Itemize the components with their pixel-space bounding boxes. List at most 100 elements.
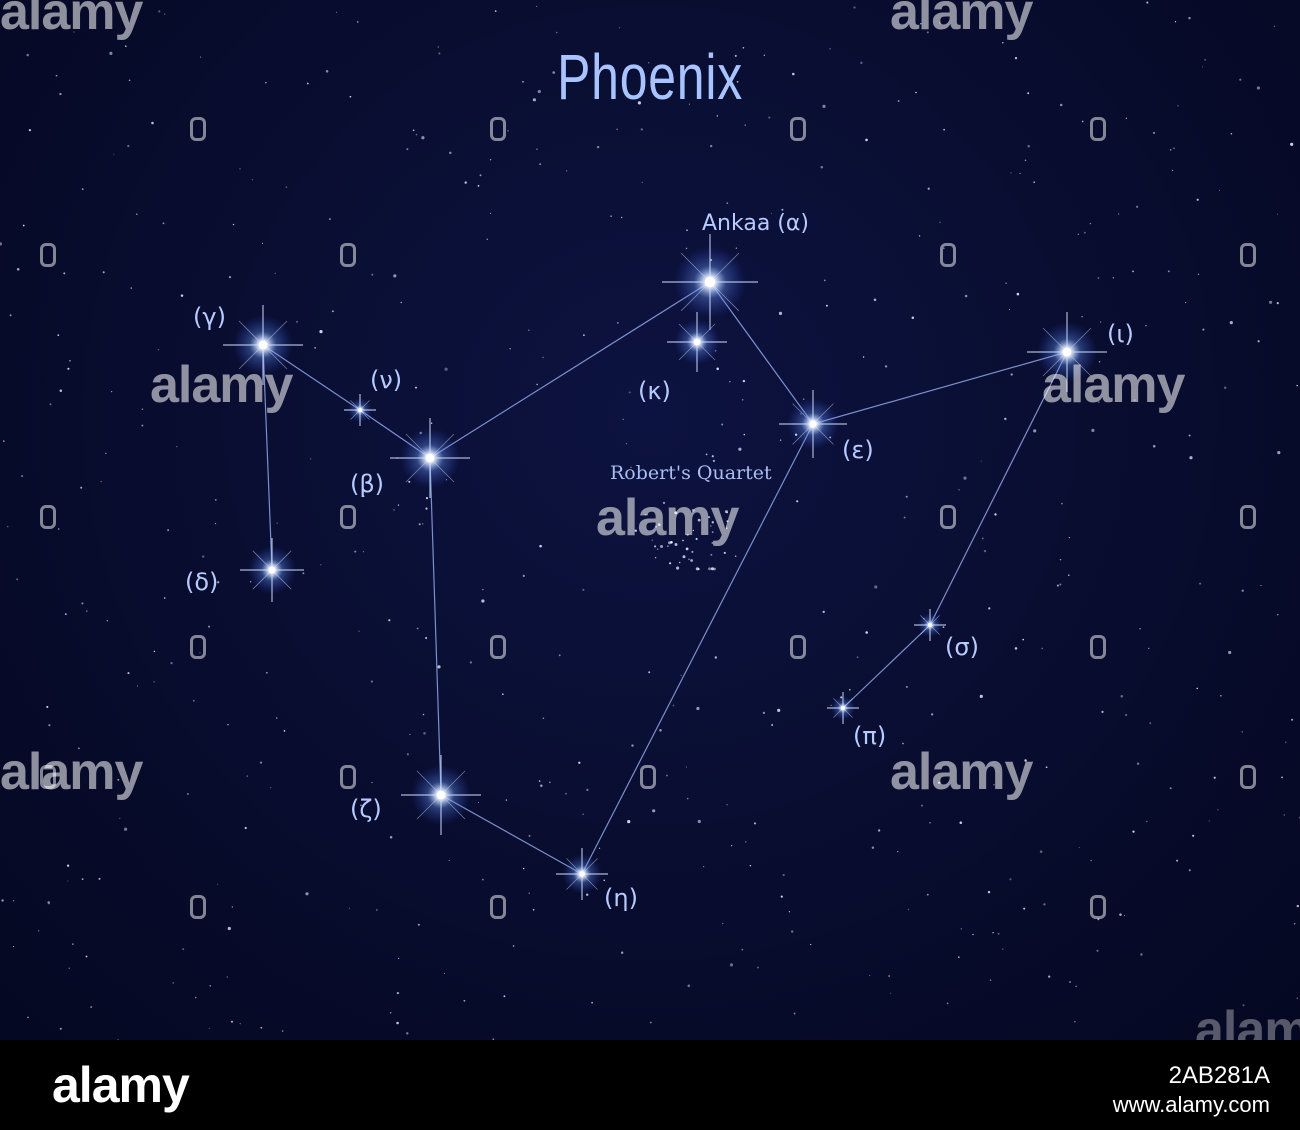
background-star: [26, 53, 29, 57]
background-star: [239, 1023, 241, 1025]
background-star: [856, 656, 859, 659]
watermark-mark: [490, 117, 506, 141]
background-star: [180, 294, 184, 297]
background-star: [370, 680, 374, 683]
background-star: [637, 101, 642, 105]
background-star: [463, 999, 466, 1002]
star-delta: [240, 538, 304, 602]
cluster-star: [723, 551, 726, 554]
background-star: [644, 513, 647, 516]
background-star: [920, 22, 922, 25]
background-star: [729, 963, 734, 967]
background-star: [902, 742, 904, 745]
background-star: [389, 835, 393, 839]
background-star: [753, 822, 757, 825]
background-star: [1033, 181, 1036, 184]
background-star: [905, 685, 908, 688]
background-star: [729, 381, 731, 383]
watermark-mark: [340, 765, 356, 789]
background-star: [972, 933, 974, 936]
watermark: alamy: [0, 0, 143, 41]
background-star: [1083, 231, 1086, 234]
background-star: [414, 386, 418, 389]
background-star: [822, 610, 825, 614]
background-star: [586, 893, 589, 896]
background-star: [937, 781, 941, 784]
background-star: [874, 585, 878, 589]
background-star: [981, 537, 984, 540]
background-star: [1260, 584, 1262, 587]
background-star: [1124, 915, 1126, 917]
constellation-stars: [223, 234, 1107, 900]
background-star: [582, 588, 585, 591]
background-star: [777, 708, 781, 713]
background-star: [1119, 913, 1122, 916]
watermark-mark: [790, 117, 806, 141]
sky-canvas: [0, 1, 1300, 1040]
background-star: [443, 972, 445, 974]
background-star: [1045, 766, 1048, 769]
background-star: [283, 730, 286, 732]
background-star: [631, 744, 634, 747]
watermark: alamy: [1042, 356, 1185, 414]
background-star: [151, 121, 154, 125]
background-star: [1136, 762, 1140, 765]
watermark-mark: [1090, 895, 1106, 919]
watermark-mark: [190, 895, 206, 919]
background-star: [1241, 589, 1244, 592]
background-star: [503, 995, 506, 998]
background-star: [871, 846, 875, 849]
background-star: [726, 804, 728, 806]
background-star: [1078, 846, 1080, 849]
background-star: [672, 704, 675, 707]
background-star: [926, 893, 929, 896]
background-star: [1117, 213, 1120, 215]
background-star: [371, 273, 374, 276]
background-star: [1220, 695, 1222, 697]
background-star: [744, 124, 746, 126]
cluster-star: [660, 545, 663, 548]
background-star: [625, 443, 627, 445]
background-star: [69, 360, 71, 362]
star-kappa: [667, 312, 727, 372]
cluster-star: [710, 553, 713, 556]
background-star: [721, 423, 724, 426]
background-star: [296, 321, 298, 323]
background-star: [1228, 650, 1232, 655]
background-star: [266, 672, 268, 674]
cluster-star: [667, 541, 672, 545]
background-star: [686, 797, 689, 800]
background-star: [1068, 536, 1071, 539]
background-star: [124, 827, 128, 831]
footer-bar: alamy 2AB281A www.alamy.com: [0, 1040, 1300, 1130]
background-star: [63, 272, 66, 275]
background-star: [803, 398, 805, 400]
background-star: [1188, 869, 1191, 872]
background-star: [532, 98, 537, 102]
background-star: [376, 909, 378, 911]
background-star: [946, 1002, 949, 1005]
background-star: [628, 391, 631, 394]
background-star: [610, 215, 612, 217]
background-star: [781, 208, 784, 211]
background-star: [64, 613, 67, 615]
background-star: [665, 68, 669, 71]
background-star: [930, 713, 934, 716]
background-star: [182, 948, 185, 951]
line-epsilon-iota: [812, 351, 1068, 425]
background-star: [67, 367, 70, 370]
watermark: alamy: [596, 489, 739, 547]
background-star: [358, 630, 360, 632]
cluster-star: [682, 555, 686, 559]
background-star: [1010, 172, 1012, 174]
background-star: [90, 1006, 93, 1009]
background-star: [1043, 903, 1046, 906]
background-star: [1124, 713, 1128, 717]
watermark-mark: [940, 243, 956, 267]
cluster-star: [697, 518, 701, 522]
label-epsilon: (ε): [842, 436, 874, 464]
background-star: [939, 221, 941, 224]
cluster-star: [657, 523, 661, 527]
background-star: [1152, 131, 1156, 134]
background-star: [489, 159, 492, 161]
